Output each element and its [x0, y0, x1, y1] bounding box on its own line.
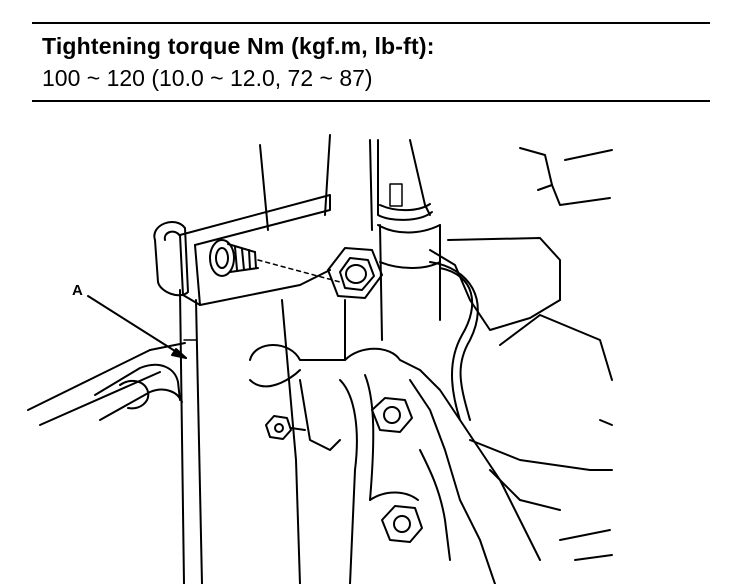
- knuckle-bolt-lower: [381, 505, 423, 543]
- background-panel: [27, 147, 613, 561]
- upper-bracket: [153, 194, 331, 306]
- bottom-rule: [32, 100, 710, 102]
- torque-spec-box: Tightening torque Nm (kgf.m, lb-ft): 100…: [32, 18, 710, 104]
- callout-a-leader: [87, 295, 187, 359]
- steering-knuckle: [249, 344, 541, 584]
- callout-a-label: A: [72, 282, 83, 299]
- small-bolt-left: [265, 415, 306, 440]
- torque-spec-value: 100 ~ 120 (10.0 ~ 12.0, 72 ~ 87): [42, 65, 373, 91]
- alignment-dashed-line: [257, 259, 341, 283]
- top-rule: [32, 22, 710, 24]
- brake-hose: [429, 261, 479, 421]
- hex-nut: [327, 247, 383, 299]
- lower-arm: [94, 363, 183, 421]
- torque-spec-title: Tightening torque Nm (kgf.m, lb-ft):: [42, 33, 435, 59]
- knuckle-bolt-upper: [371, 397, 413, 433]
- bolt-left: [209, 239, 259, 277]
- strut-assembly: [259, 134, 441, 584]
- stabilizer-link-rod: [179, 289, 203, 584]
